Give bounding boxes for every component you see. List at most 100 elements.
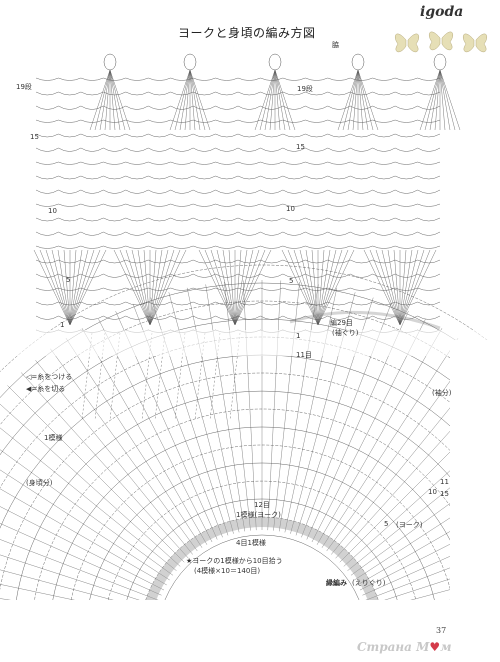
row-label-15-left: 15 [30, 133, 39, 141]
body-pineapple-stitch [269, 69, 276, 131]
body-fan-stitch [69, 249, 107, 326]
body-fan-stitch [69, 249, 89, 326]
body-fan-stitch [143, 249, 151, 326]
body-fan-stitch [293, 249, 319, 326]
connector-line [154, 332, 166, 421]
legend-attach-yarn: ◁=糸をつける [26, 373, 73, 381]
butterfly-decoration-icon [395, 31, 487, 53]
row-label-19-left: 19段 [16, 83, 32, 91]
body-fan-stitch [399, 249, 437, 326]
body-pineapple-stitch [179, 69, 191, 131]
yoke-radial-stitch [311, 319, 426, 543]
body-fan-stitch [69, 249, 83, 326]
legend-cut-yarn: ◀=糸を切る [26, 385, 66, 393]
attach-yarn-icon: ◁ [26, 373, 32, 381]
body-fan-stitch [125, 249, 151, 326]
body-chain-row [35, 77, 441, 81]
body-chain-row [35, 203, 441, 207]
body-chain-row [35, 175, 441, 180]
body-chain-row [35, 133, 441, 138]
body-fan-stitch [45, 249, 71, 326]
yoke-radial-stitch [326, 348, 474, 552]
yoke-pattern-label: 1模様(ヨーク) [236, 511, 281, 519]
pick-up-note: ★ヨークの1模様から10目拾う [186, 557, 283, 565]
body-fan-stitch [387, 249, 401, 326]
body-fan-stitch [51, 249, 71, 326]
body-chain-row [35, 301, 441, 306]
body-pineapple-stitch [274, 69, 286, 131]
sleeve-label: (袖分) [432, 389, 452, 397]
body-chain-row [35, 245, 441, 249]
body-fan-stitch [375, 249, 401, 326]
body-pineapple-stitch [109, 69, 126, 131]
neck-edging-band [139, 517, 385, 641]
body-fan-stitch [317, 249, 355, 326]
body-fan-stitch [317, 249, 349, 326]
yoke-radial-stitch [284, 287, 338, 533]
connector-line [194, 332, 206, 421]
row-label-10-left: 10 [48, 207, 57, 215]
panel-gap [0, 330, 500, 356]
body-fan-stitch [399, 249, 407, 326]
body-fan-stitch [204, 249, 236, 326]
yoke-radial-stitch [0, 539, 160, 601]
body-fan-stitch [149, 249, 181, 326]
body-pineapple-stitch [434, 69, 441, 131]
row-10-label: 10 [428, 488, 437, 496]
body-chain-row [35, 217, 441, 222]
one-pattern-label: 1模様 [44, 434, 63, 442]
yoke-radial-stitch [20, 372, 189, 559]
body-chain-row [35, 189, 441, 194]
body-fan-stitch [149, 249, 157, 326]
picot-crown [433, 53, 447, 71]
row-label-5-right: 5 [289, 277, 294, 285]
body-fan-stitch [149, 249, 187, 326]
body-pineapple-stitch [274, 69, 296, 131]
row-5-note: (ヨーク) [396, 521, 423, 529]
row-15-label-yoke: 15 [440, 490, 449, 498]
body-pineapple-stitch [424, 69, 441, 131]
body-pineapple-stitch [184, 69, 191, 131]
body-pineapple-stitch [342, 69, 359, 131]
body-fan-stitch [317, 249, 343, 326]
body-fan-stitch [234, 249, 248, 326]
page-title: ヨークと身頃の編み方図 [178, 26, 316, 40]
body-fan-stitch [69, 249, 101, 326]
body-pineapple-stitch [429, 69, 441, 131]
body-chain-row [35, 119, 441, 123]
body-pineapple-stitch [189, 69, 211, 131]
body-fan-stitch [149, 249, 163, 326]
armhole-note: (袖ぐり) [332, 329, 359, 337]
body-fan-stitch [131, 249, 151, 326]
body-pineapple-stitch [274, 69, 291, 131]
yoke-radial-stitch [267, 280, 282, 531]
body-pineapple-stitch [109, 69, 121, 131]
yoke-radial-stitch [0, 554, 158, 607]
body-fan-stitch [119, 249, 151, 326]
body-fan-stitch [33, 249, 71, 326]
body-pineapple-stitch [264, 69, 276, 131]
body-pineapple-stitch [357, 69, 369, 131]
page-right-margin [450, 340, 500, 600]
connector-line [229, 332, 241, 421]
yoke-radial-stitch [242, 280, 257, 531]
body-fan-stitch [216, 249, 236, 326]
yoke-radial-stitch [0, 523, 162, 596]
row-label-10-right: 10 [286, 205, 295, 213]
row-12-label: 12目 [254, 501, 270, 509]
body-pineapple-stitch [357, 69, 364, 131]
armhole-edge [289, 310, 441, 330]
connector-line [109, 332, 121, 421]
body-pineapple-stitch [357, 69, 374, 131]
row-label-5-left: 5 [66, 276, 71, 284]
body-fan-stitch [399, 249, 431, 326]
body-chain-row [35, 259, 441, 264]
yoke-radial-stitch [98, 319, 213, 543]
body-fan-stitch [234, 249, 272, 326]
yoke-radial-stitch [0, 488, 167, 586]
body-pineapple-stitch [439, 69, 461, 131]
body-pineapple-stitch [174, 69, 191, 131]
yoke-radial-stitch [168, 292, 234, 534]
body-pineapple-stitch [439, 69, 456, 131]
row-label-1-right: 1 [296, 332, 301, 340]
